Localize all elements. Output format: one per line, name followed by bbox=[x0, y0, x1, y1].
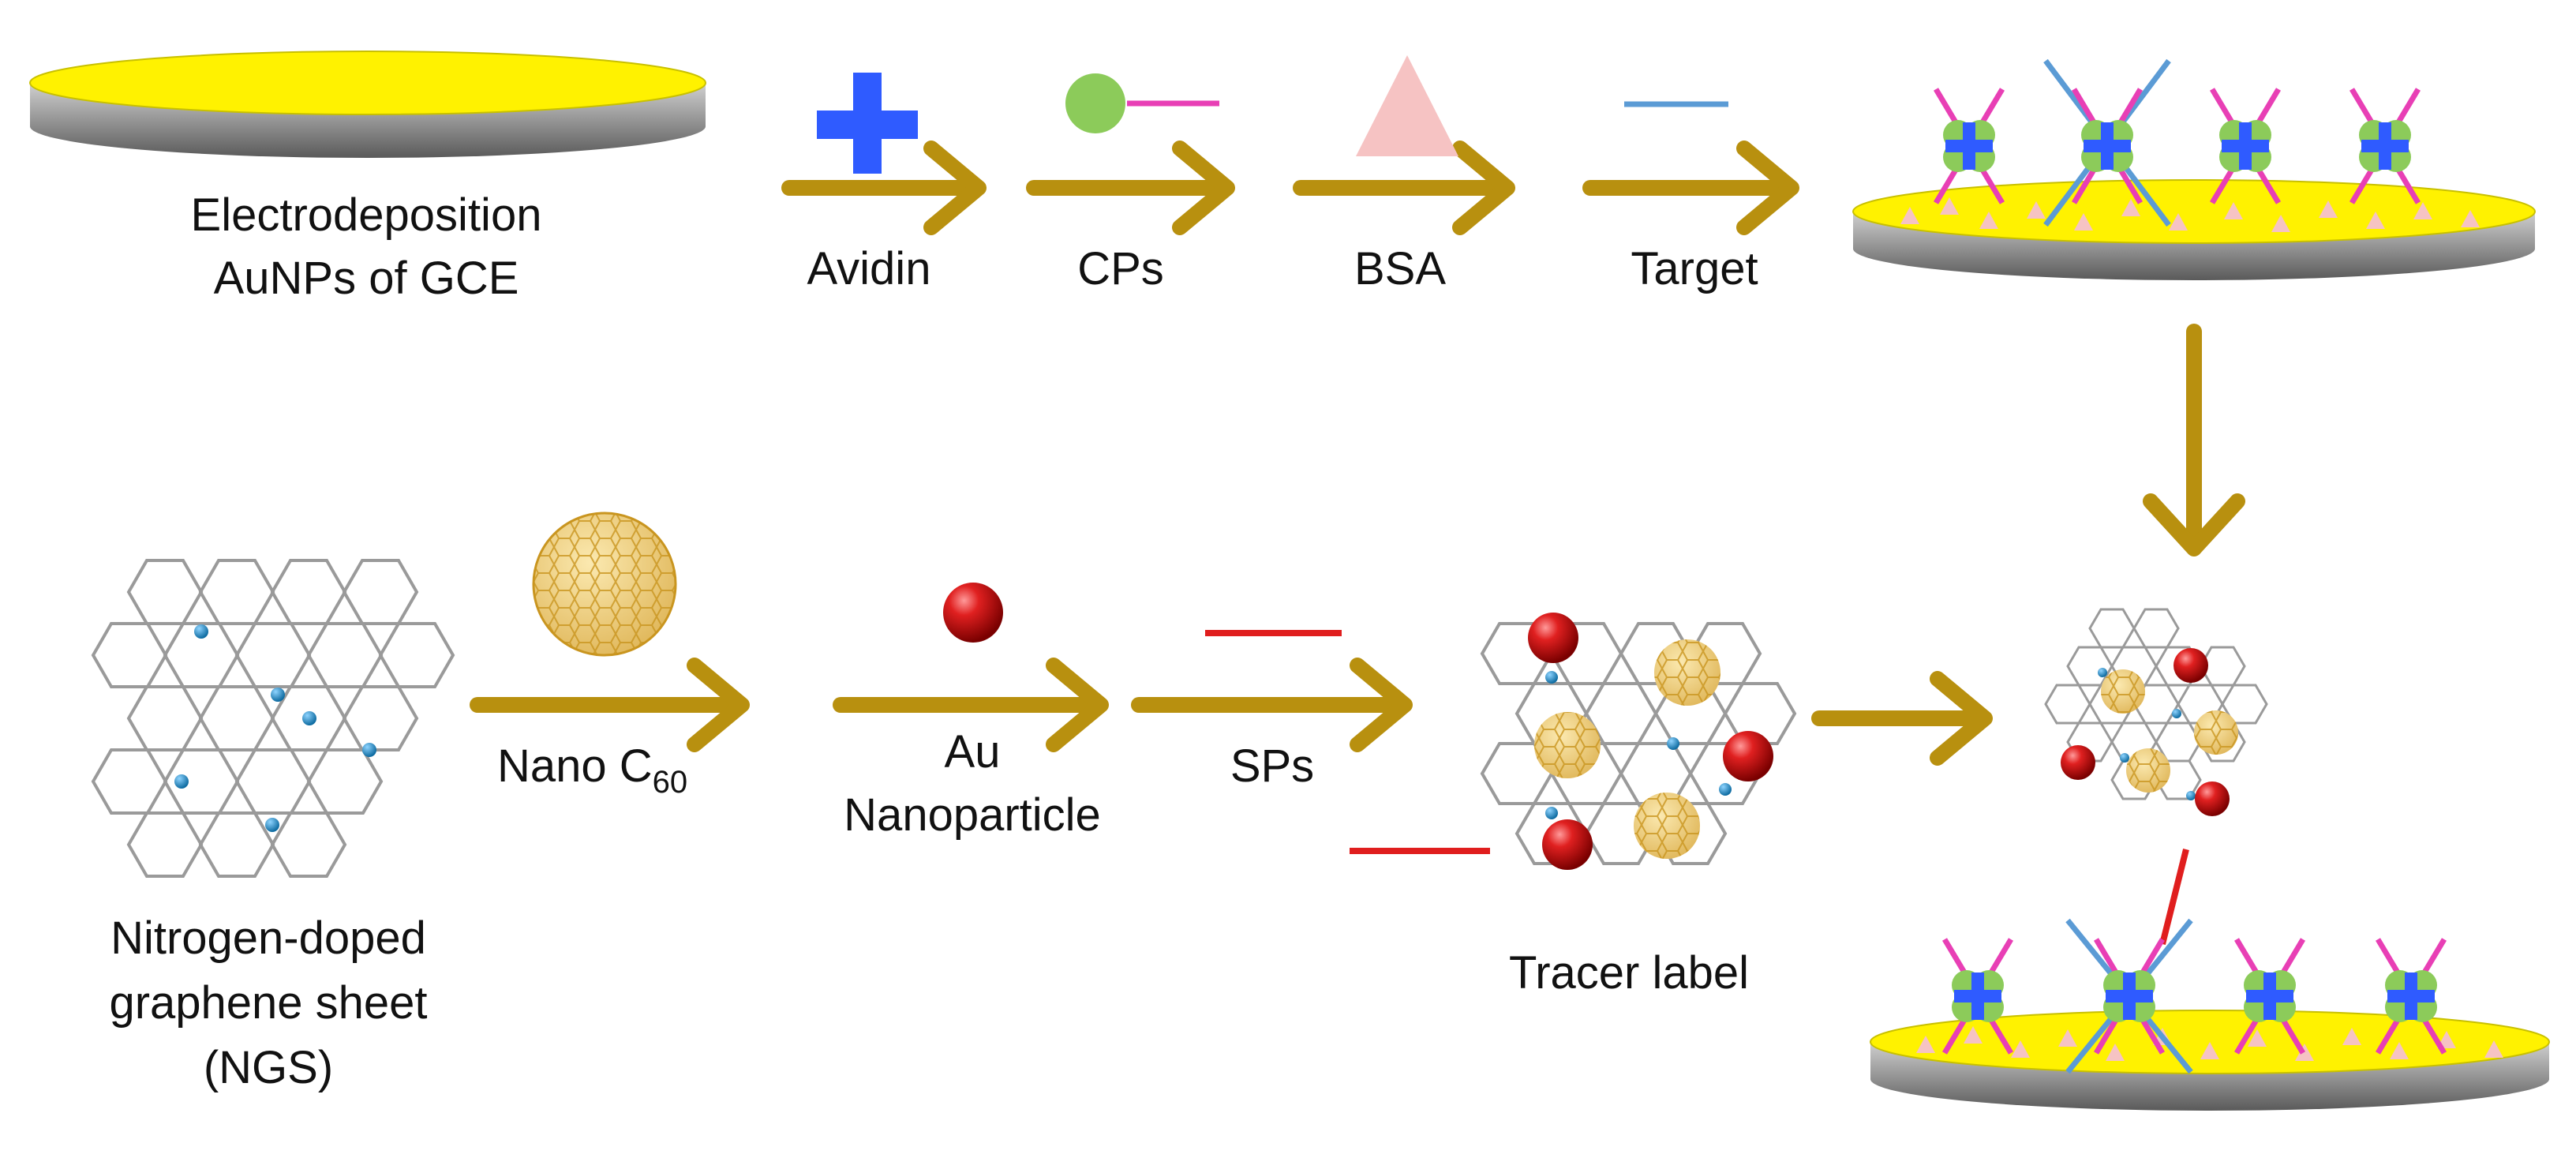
step-label-avidin: Avidin bbox=[807, 243, 931, 294]
probe-complex-4 bbox=[2349, 88, 2421, 204]
ngs-label-line3: (NGS) bbox=[204, 1042, 333, 1093]
step-label-au-line2: Nanoparticle bbox=[844, 789, 1101, 841]
step-label-sps: SPs bbox=[1230, 740, 1314, 792]
arrow-bsa bbox=[1293, 141, 1515, 235]
assay-complex-1 bbox=[1941, 938, 2014, 1055]
step-label-target: Target bbox=[1631, 243, 1758, 294]
nitrogen-dopant-dots bbox=[174, 624, 376, 832]
ngs-label-line2: graphene sheet bbox=[109, 977, 427, 1029]
arrow-nano-c60 bbox=[470, 658, 750, 752]
bsa-triangles bbox=[1900, 197, 2480, 232]
arrow-sps bbox=[1131, 658, 1413, 752]
tracer-label bbox=[1350, 613, 1797, 870]
tracer-au-particles bbox=[1528, 613, 1773, 870]
electrode-label-line1: Electrodeposition bbox=[191, 189, 542, 241]
arrow-target bbox=[1582, 141, 1799, 235]
capture-probe-icon bbox=[1065, 73, 1219, 133]
probe-complex-2 bbox=[2043, 58, 2171, 227]
step-label-au-line1: Au bbox=[945, 726, 1001, 778]
arrow-cps bbox=[1026, 141, 1235, 235]
step-label-cps: CPs bbox=[1077, 243, 1164, 294]
assay-complex-2 bbox=[2065, 918, 2193, 1074]
au-nanoparticle-icon bbox=[943, 583, 1003, 643]
electrode-label-line2: AuNPs of GCE bbox=[214, 253, 519, 304]
fullerene-icon bbox=[532, 512, 677, 657]
probe-complex-3 bbox=[2209, 88, 2282, 204]
bottom-step-arrows bbox=[470, 658, 1993, 766]
ngs-sheet bbox=[91, 559, 455, 878]
tracer-fullerenes bbox=[1534, 639, 1720, 859]
assay-complex-4 bbox=[2375, 938, 2447, 1055]
arrow-to-assay bbox=[1811, 671, 1993, 766]
down-arrow bbox=[2143, 324, 2245, 557]
pink-triangle-icon bbox=[1356, 55, 1458, 156]
step-label-bsa: BSA bbox=[1354, 243, 1446, 294]
assay-complex-3 bbox=[2233, 938, 2306, 1055]
ngs-label-line1: Nitrogen-doped bbox=[110, 913, 426, 964]
bound-tracer bbox=[2044, 608, 2268, 945]
top-step-arrows bbox=[781, 141, 1799, 235]
probe-complex-1 bbox=[1933, 88, 2005, 204]
step-label-nano-c60: Nano C60 bbox=[497, 740, 687, 800]
blue-cross-icon bbox=[817, 73, 918, 174]
gold-electrode bbox=[29, 51, 706, 158]
arrow-au bbox=[833, 658, 1109, 752]
modified-electrode bbox=[1852, 179, 2536, 280]
arrow-avidin bbox=[781, 141, 987, 235]
tracer-label-text: Tracer label bbox=[1509, 947, 1749, 999]
assay-electrode bbox=[1870, 1010, 2550, 1111]
